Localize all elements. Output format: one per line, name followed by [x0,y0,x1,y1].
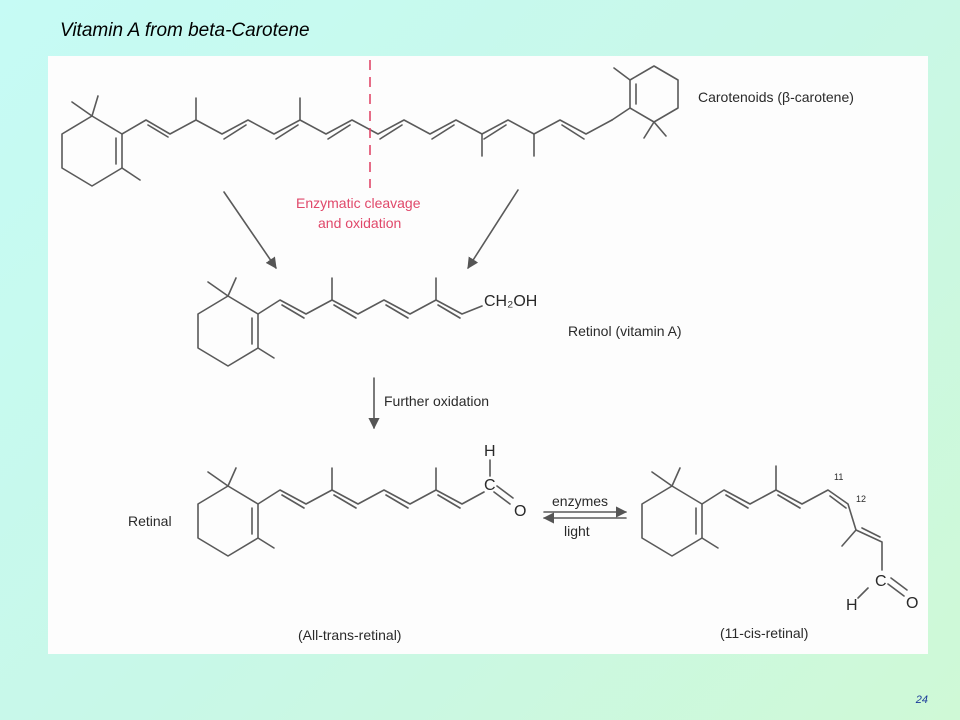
retinol-label: Retinol (vitamin A) [568,323,682,339]
11-cis-retinal-label: (11-cis-retinal) [720,625,808,641]
diagram-panel: Carotenoids (β-carotene) Enzymatic cleav… [48,56,928,654]
carotenoid-label: Carotenoids (β-carotene) [698,89,854,105]
page-number: 24 [915,694,928,706]
retinal-aldehyde-o: O [514,503,526,520]
cis-retinal-aldehyde-h: H [846,597,858,614]
all-trans-retinal-structure [197,459,514,557]
further-oxidation-label: Further oxidation [384,393,489,409]
retinol-structure [197,277,483,367]
slide-title: Vitamin A from beta-Carotene [60,20,310,41]
cis-retinal-aldehyde-c: C [875,573,887,590]
position-12-label: 12 [856,494,866,504]
11-cis-retinal-structure [641,465,908,599]
cleavage-arrow-left [223,191,277,269]
retinal-label: Retinal [128,513,172,529]
position-11-label: 11 [834,472,843,482]
retinal-aldehyde-h: H [484,443,496,460]
enzymes-label: enzymes [552,493,608,509]
cleavage-text-line2: and oxidation [318,215,401,231]
retinol-ch2oh: CH₂OH [484,293,537,310]
cis-retinal-aldehyde-o: O [906,595,918,612]
reaction-diagram: Carotenoids (β-carotene) Enzymatic cleav… [61,60,918,643]
retinal-aldehyde-c: C [484,477,496,494]
cleavage-arrow-right [467,189,519,269]
beta-carotene-structure [61,65,679,187]
cleavage-text-line1: Enzymatic cleavage [296,195,421,211]
light-label: light [564,523,590,539]
all-trans-retinal-label: (All-trans-retinal) [298,627,401,643]
